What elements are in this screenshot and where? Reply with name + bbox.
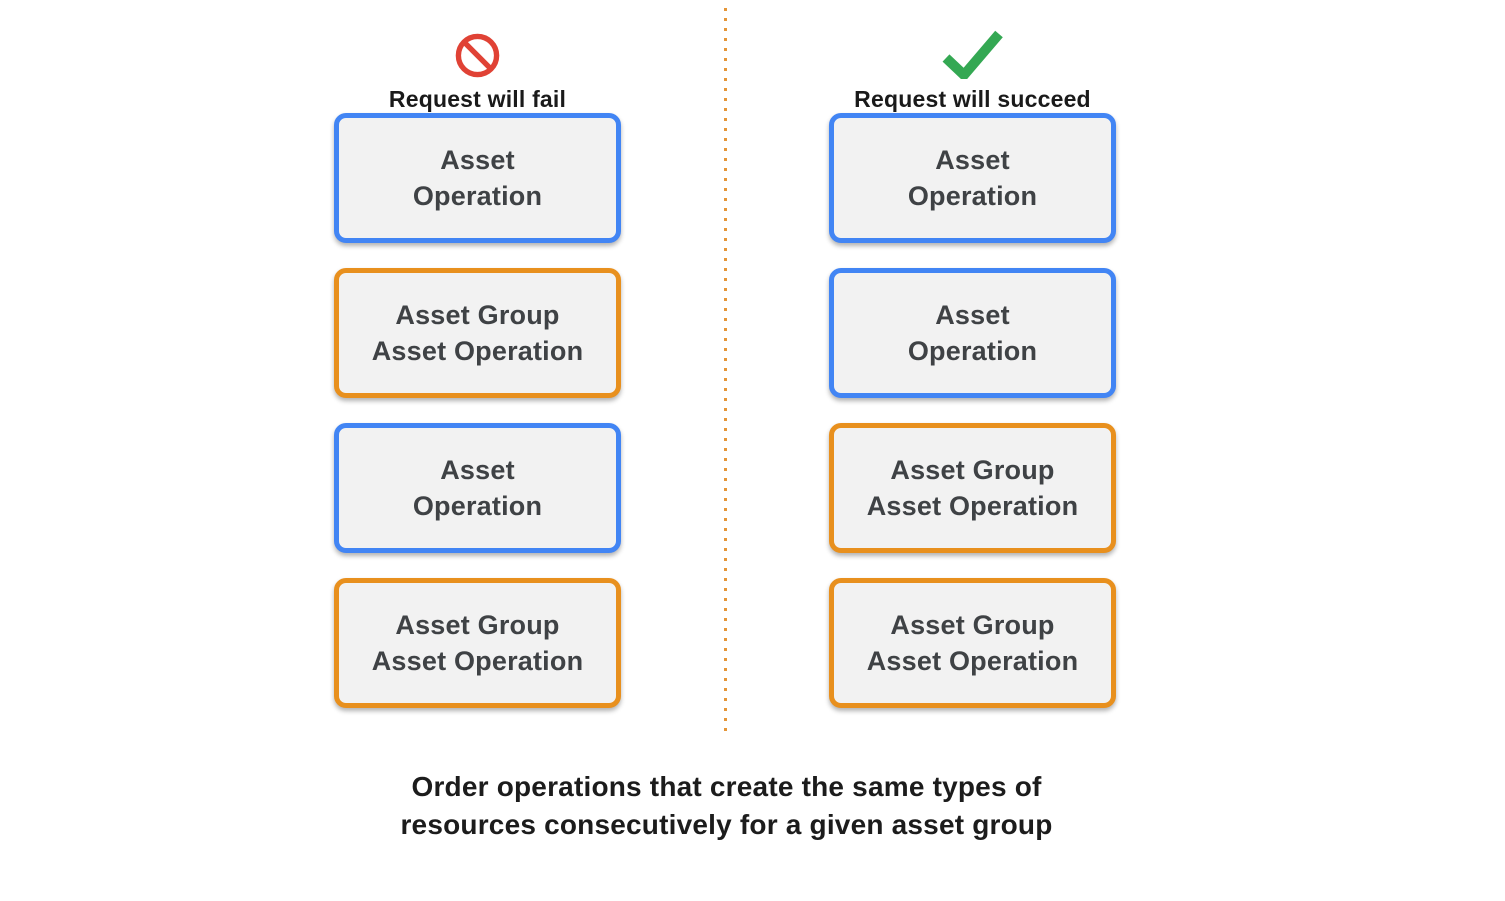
operation-box-label: Asset Operation xyxy=(907,300,1038,366)
succeed-box-list: Asset Operation Asset Operation Asset Gr… xyxy=(829,113,1116,708)
operation-box-label: Asset Group Asset Operation xyxy=(866,455,1079,521)
succeed-column: Request will succeed Asset Operation Ass… xyxy=(829,18,1116,708)
succeed-column-header: Request will succeed xyxy=(854,18,1091,113)
prohibited-icon xyxy=(454,32,501,79)
operation-box-label: Asset Operation xyxy=(412,145,543,211)
operation-box-succeed-4: Asset Group Asset Operation xyxy=(829,578,1116,708)
operation-box-fail-3: Asset Operation xyxy=(334,423,621,553)
operation-box-succeed-1: Asset Operation xyxy=(829,113,1116,243)
fail-column: Request will fail Asset Operation Asset … xyxy=(334,18,621,708)
operation-box-fail-1: Asset Operation xyxy=(334,113,621,243)
operation-box-succeed-2: Asset Operation xyxy=(829,268,1116,398)
fail-column-title: Request will fail xyxy=(388,86,567,112)
diagram-caption: Order operations that create the same ty… xyxy=(400,771,1053,840)
column-divider xyxy=(724,8,727,738)
operation-box-label: Asset Group Asset Operation xyxy=(371,300,584,366)
succeed-column-title: Request will succeed xyxy=(854,86,1091,112)
checkmark-icon xyxy=(939,29,1005,83)
operation-box-label: Asset Operation xyxy=(907,145,1038,211)
operation-box-succeed-3: Asset Group Asset Operation xyxy=(829,423,1116,553)
operation-box-fail-2: Asset Group Asset Operation xyxy=(334,268,621,398)
operation-box-label: Asset Group Asset Operation xyxy=(371,610,584,676)
fail-column-header: Request will fail xyxy=(389,18,566,113)
fail-box-list: Asset Operation Asset Group Asset Operat… xyxy=(334,113,621,708)
operation-box-label: Asset Operation xyxy=(412,455,543,521)
operation-box-label: Asset Group Asset Operation xyxy=(866,610,1079,676)
operation-box-fail-4: Asset Group Asset Operation xyxy=(334,578,621,708)
